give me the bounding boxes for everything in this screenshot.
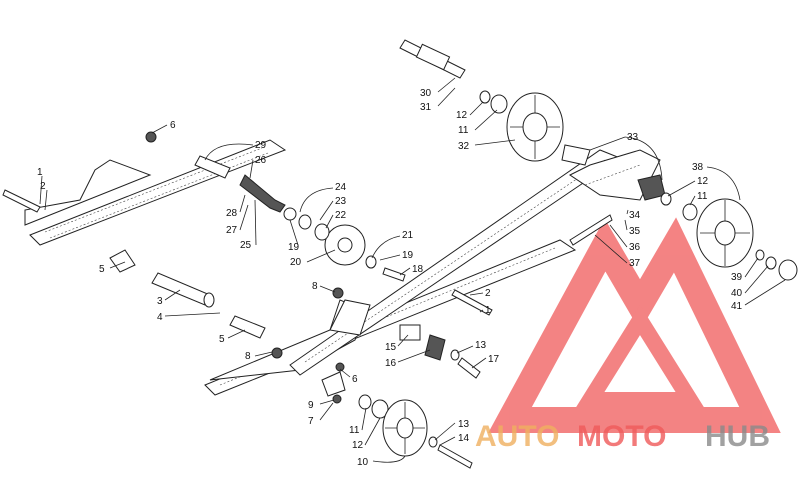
rear-wheel-38 <box>569 174 798 281</box>
callout-34: 34 <box>629 210 641 221</box>
callout-31: 31 <box>420 102 432 113</box>
watermark-moto: MOTO <box>577 420 666 453</box>
callout-23: 23 <box>335 196 347 207</box>
callout-24: 24 <box>335 182 347 193</box>
callout-30: 30 <box>420 88 432 99</box>
callout-labels: 1 2 6 29 26 28 27 25 24 23 22 19 20 21 1… <box>37 88 743 468</box>
callout-6b: 6 <box>352 374 358 385</box>
callout-5a: 5 <box>99 264 105 275</box>
callout-11c: 11 <box>697 191 708 202</box>
callout-13b: 13 <box>458 419 470 430</box>
callout-3: 3 <box>157 296 163 307</box>
watermark-logo <box>488 217 781 433</box>
callout-22: 22 <box>335 210 347 221</box>
callout-9: 9 <box>308 400 314 411</box>
watermark-hub: HUB <box>705 420 770 453</box>
pivot-bracket-16 <box>2 189 493 379</box>
callout-19a: 19 <box>288 242 300 253</box>
callout-29: 29 <box>255 140 267 151</box>
callout-36: 36 <box>629 242 641 253</box>
callout-6a: 6 <box>170 120 176 131</box>
callout-38: 38 <box>692 162 704 173</box>
upper-shaft-and-wheel-32 <box>399 39 591 166</box>
callout-1a: 1 <box>37 167 43 178</box>
callout-41: 41 <box>731 301 743 312</box>
callout-35: 35 <box>629 226 641 237</box>
callout-26: 26 <box>255 155 267 166</box>
callout-12c: 12 <box>697 176 709 187</box>
watermark-text: AUTO MOTO HUB <box>475 420 770 453</box>
callout-17: 17 <box>488 354 500 365</box>
lower-wheel-10 <box>321 371 473 469</box>
callout-13a: 13 <box>475 340 487 351</box>
arm-26 <box>239 174 297 221</box>
callout-25: 25 <box>240 240 252 251</box>
callout-33: 33 <box>627 132 639 143</box>
cross-shafts <box>109 131 345 404</box>
callout-16: 16 <box>385 358 397 369</box>
callout-15: 15 <box>385 342 397 353</box>
callout-32: 32 <box>458 141 470 152</box>
callout-12b: 12 <box>456 110 468 121</box>
callout-4: 4 <box>157 312 163 323</box>
callout-27: 27 <box>226 225 238 236</box>
callout-11b: 11 <box>458 125 469 136</box>
callout-20: 20 <box>290 257 302 268</box>
callout-21: 21 <box>402 230 414 241</box>
callout-14: 14 <box>458 433 470 444</box>
idler-wheel-20 <box>298 214 406 282</box>
right-side-rail <box>289 149 661 376</box>
callout-1b: 1 <box>485 305 491 316</box>
callout-37: 37 <box>629 258 641 269</box>
callout-19b: 19 <box>402 250 414 261</box>
callout-11a: 11 <box>349 425 360 436</box>
callout-10: 10 <box>357 457 369 468</box>
callout-8a: 8 <box>312 281 318 292</box>
watermark-auto: AUTO <box>475 420 559 453</box>
callout-39: 39 <box>731 272 743 283</box>
callout-7: 7 <box>308 416 314 427</box>
callout-2b: 2 <box>485 288 491 299</box>
callout-12a: 12 <box>352 440 364 451</box>
callout-2a: 2 <box>40 181 46 192</box>
callout-5b: 5 <box>219 334 225 345</box>
leader-lines <box>39 77 786 463</box>
callout-40: 40 <box>731 288 743 299</box>
callout-18: 18 <box>412 264 424 275</box>
callout-8b: 8 <box>245 351 251 362</box>
callout-28: 28 <box>226 208 238 219</box>
